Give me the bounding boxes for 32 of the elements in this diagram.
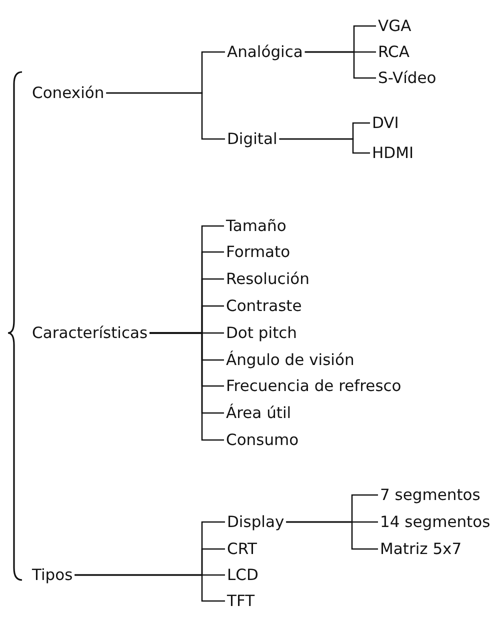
node-label: Ángulo de visión xyxy=(224,350,356,370)
node-label: HDMI xyxy=(370,143,416,163)
node-label: S-Vídeo xyxy=(376,68,438,88)
node-label: DVI xyxy=(370,113,401,133)
node-label: Tamaño xyxy=(224,216,288,236)
connector-line xyxy=(150,332,224,441)
node-label: Conexión xyxy=(30,83,106,103)
node-label: Contraste xyxy=(224,296,304,316)
node-label: RCA xyxy=(376,42,412,62)
node-label: TFT xyxy=(225,591,257,611)
node-label: Tipos xyxy=(30,565,75,585)
node-label: Resolución xyxy=(224,269,312,289)
node-label: VGA xyxy=(376,16,414,36)
node-label: CRT xyxy=(225,539,259,559)
connector-line xyxy=(74,574,225,602)
connector-line xyxy=(286,521,378,550)
node-label: Digital xyxy=(225,129,280,149)
node-label: Consumo xyxy=(224,430,301,450)
node-label: LCD xyxy=(225,565,260,585)
connector-line xyxy=(279,138,370,154)
node-label: Formato xyxy=(224,242,292,262)
connector-line xyxy=(304,51,376,79)
node-label: Área útil xyxy=(224,403,294,423)
node-label: Características xyxy=(30,323,150,343)
node-label: Frecuencia de refresco xyxy=(224,376,404,396)
node-label: Display xyxy=(225,512,286,532)
node-label: 14 segmentos xyxy=(378,512,492,532)
connector-line xyxy=(106,92,225,140)
node-label: Matriz 5x7 xyxy=(378,539,464,559)
node-label: Analógica xyxy=(225,42,305,62)
node-label: Dot pitch xyxy=(224,323,299,343)
node-label: 7 segmentos xyxy=(378,485,482,505)
